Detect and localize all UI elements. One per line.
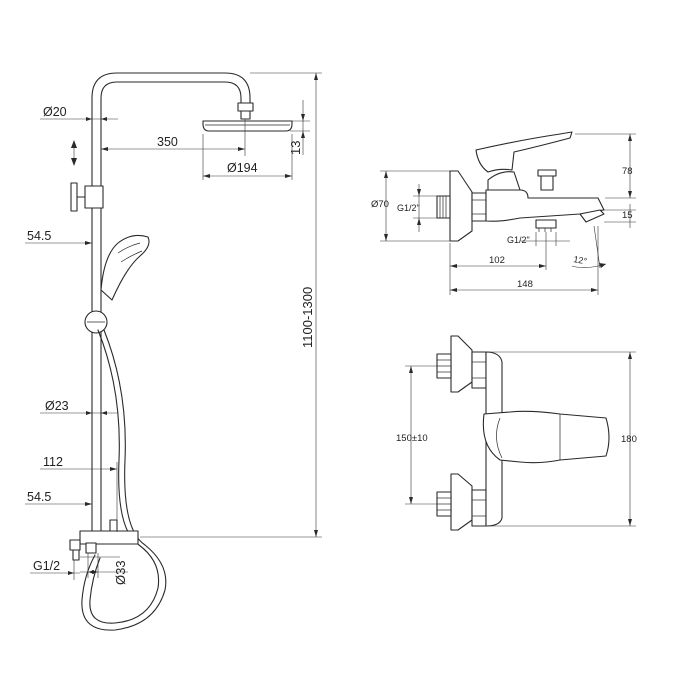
head-thickness-label: 13: [288, 141, 303, 155]
holder-offset-label: 54.5: [27, 229, 51, 243]
inlet-thread-side-label: G1/2": [397, 203, 420, 213]
total-depth-label: 148: [517, 279, 533, 290]
outlet-thread-label: G1/2": [507, 235, 530, 245]
left-dimensions: [25, 72, 322, 580]
flange-diameter-label: Ø70: [371, 199, 389, 210]
head-diameter-label: Ø194: [227, 161, 258, 175]
angle-label: 12°: [573, 254, 589, 266]
total-height-label: 1100-1300: [300, 287, 315, 348]
side-height-label: 78: [622, 166, 633, 177]
arm-length-label: 350: [157, 135, 178, 149]
inlet-thread-label: G1/2: [33, 559, 60, 573]
mixer-side-view: [436, 131, 605, 242]
bar-diameter-label: Ø23: [45, 399, 69, 413]
side-view-dimensions: [380, 133, 636, 295]
spout-height-label: 15: [622, 210, 633, 221]
center-distance-label: 150±10: [396, 433, 428, 444]
total-width-label: 180: [621, 434, 637, 445]
mixer-front-view: [436, 335, 610, 531]
spout-offset-label: 102: [489, 255, 505, 266]
pipe-diameter-label: Ø20: [43, 105, 67, 119]
shower-column: [69, 72, 293, 631]
outlet-diameter-label: Ø33: [113, 560, 128, 585]
front-view-dimensions: [405, 351, 636, 527]
outlet-depth-label: 112: [43, 455, 63, 469]
mixer-offset-label: 54.5: [27, 490, 51, 504]
